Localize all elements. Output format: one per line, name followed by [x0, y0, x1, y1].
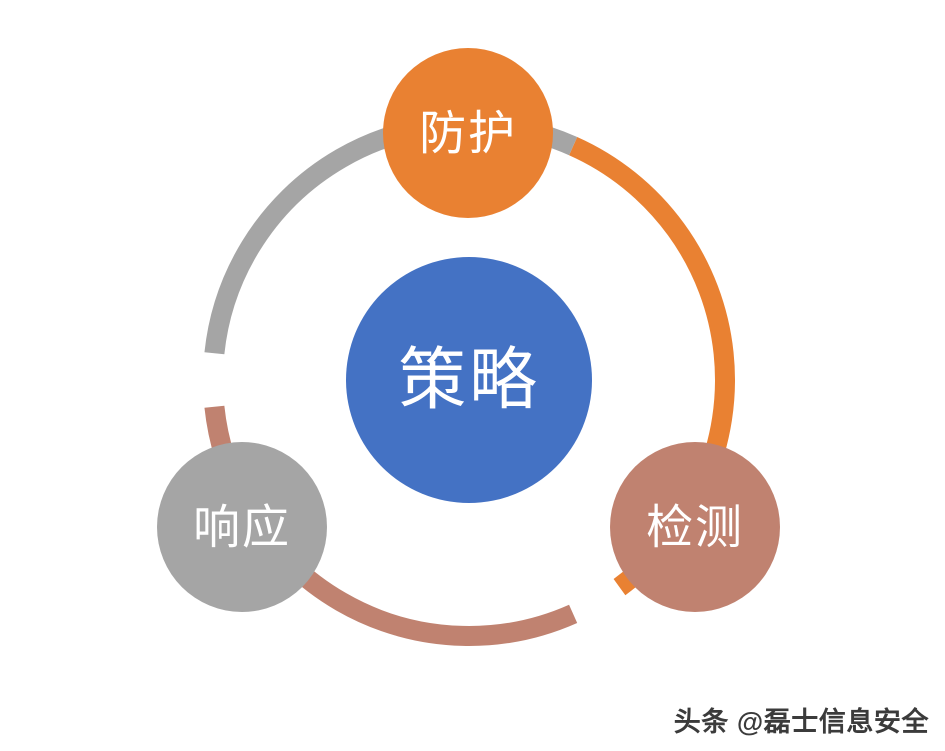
node-circle-detect[interactable] [610, 442, 780, 612]
hub-circle-layer [346, 257, 592, 503]
node-circle-protect[interactable] [383, 48, 553, 218]
hub-circle-strategy[interactable] [346, 257, 592, 503]
node-circle-respond[interactable] [157, 442, 327, 612]
watermark-text: 头条 @磊士信息安全 [673, 707, 929, 737]
node-circle-layer [157, 48, 780, 612]
